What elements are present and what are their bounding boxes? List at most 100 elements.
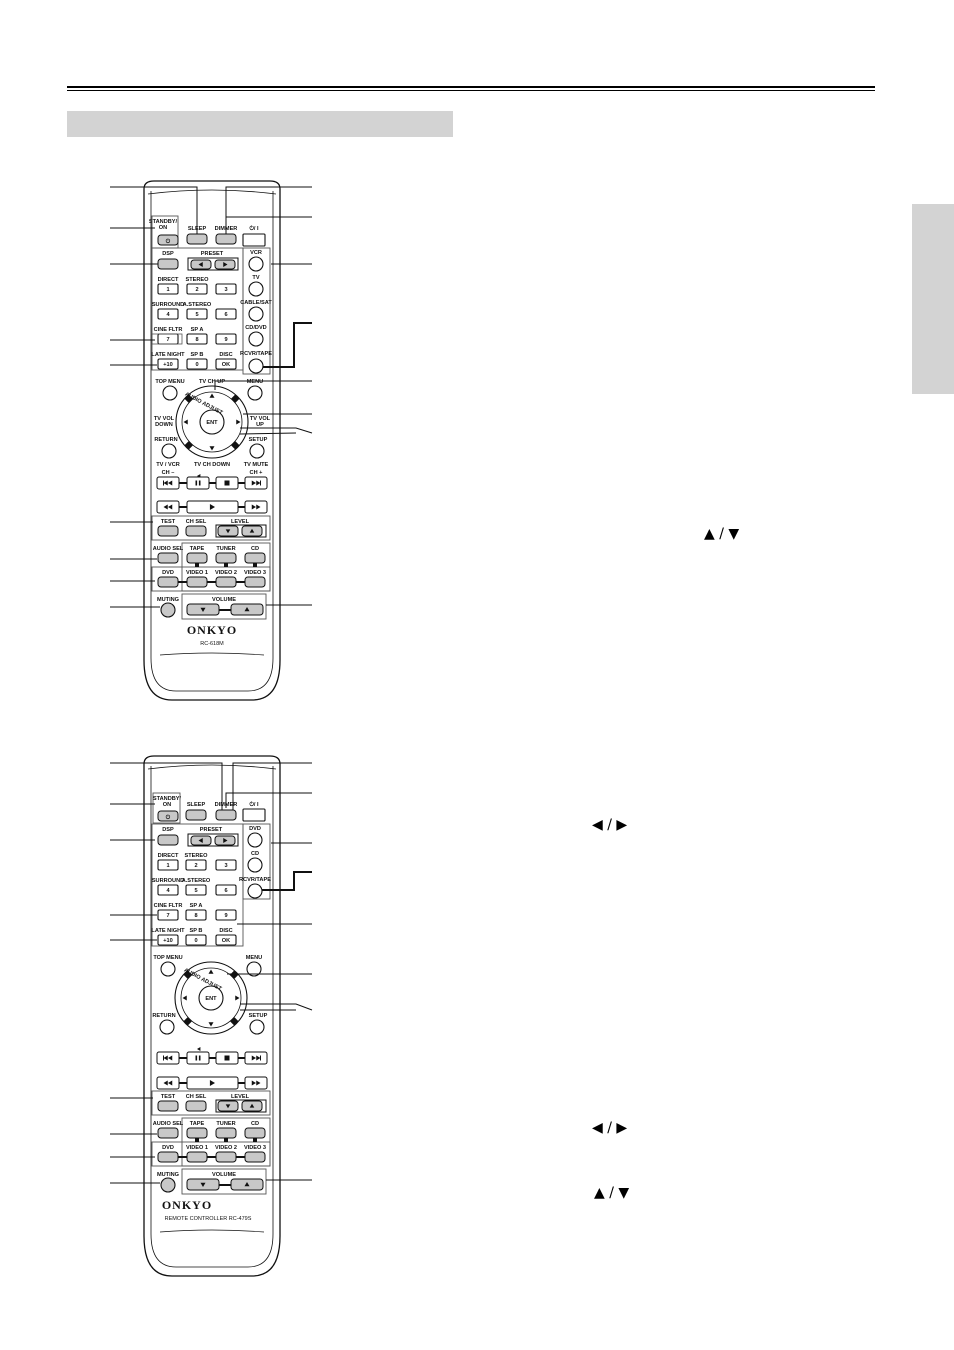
pause-icon — [195, 480, 201, 486]
video3-button[interactable] — [244, 576, 266, 588]
cable-sat-button[interactable] — [248, 306, 264, 322]
dsp-button[interactable] — [157, 258, 179, 270]
setup-button[interactable] — [249, 443, 265, 459]
ch-sel-button[interactable] — [185, 525, 207, 537]
number-key-6[interactable] — [215, 884, 237, 896]
source-group — [242, 247, 271, 375]
standby-on-button[interactable] — [157, 234, 179, 246]
number-key-8[interactable] — [186, 333, 208, 345]
test-button[interactable] — [157, 525, 179, 537]
dimmer-button[interactable] — [215, 809, 237, 821]
number-key-5[interactable] — [185, 884, 207, 896]
return-button[interactable] — [159, 1019, 175, 1035]
standby-on-button[interactable] — [157, 810, 179, 822]
menu-button[interactable] — [246, 961, 262, 977]
sleep-button[interactable] — [186, 233, 208, 245]
cd-button[interactable] — [244, 1127, 266, 1139]
top-menu-button[interactable] — [160, 961, 176, 977]
number-key-9[interactable] — [215, 333, 237, 345]
power-button[interactable] — [242, 233, 266, 247]
cd-button[interactable] — [244, 552, 266, 564]
tuner-button[interactable] — [215, 552, 237, 564]
number-key-2[interactable] — [185, 859, 207, 871]
number-key-5[interactable] — [186, 308, 208, 320]
test-button[interactable] — [157, 1100, 179, 1112]
dimmer-button[interactable] — [215, 233, 237, 245]
video3-button[interactable] — [244, 1151, 266, 1163]
number-key-0[interactable] — [185, 934, 207, 946]
tv-button[interactable] — [248, 281, 264, 297]
video1-button[interactable] — [186, 576, 208, 588]
number-key-8-label: 8 — [194, 913, 197, 919]
rcvr-tape-button[interactable] — [247, 883, 263, 899]
number-key-3[interactable] — [215, 859, 237, 871]
dsp-button[interactable] — [157, 834, 179, 846]
muting-button[interactable] — [160, 602, 176, 618]
down-arrow-icon — [225, 1104, 231, 1109]
return-button[interactable] — [161, 443, 177, 459]
power-button[interactable] — [242, 808, 266, 822]
stop-icon — [224, 480, 230, 486]
down-arrow-icon — [225, 529, 231, 534]
pause-button[interactable] — [186, 476, 210, 490]
number-key-6[interactable] — [215, 308, 237, 320]
audio-sel-button[interactable] — [157, 1127, 179, 1139]
audio-sel-label: AUDIO SEL — [153, 1121, 184, 1127]
level-label: LEVEL — [231, 1094, 250, 1100]
number-key-OK[interactable] — [215, 934, 237, 946]
number-key-8[interactable] — [185, 909, 207, 921]
right-arrow-icon — [236, 419, 241, 425]
indicator-dot — [224, 1138, 228, 1142]
tuner-button[interactable] — [215, 1127, 237, 1139]
audio-sel-button[interactable] — [157, 552, 179, 564]
video2-button[interactable] — [215, 1151, 237, 1163]
rcvr-tape-button[interactable] — [248, 358, 264, 374]
tape-button[interactable] — [186, 552, 208, 564]
enter-button[interactable] — [198, 985, 224, 1011]
muting-label: MUTING — [157, 597, 179, 603]
video2-button[interactable] — [215, 576, 237, 588]
number-key-plus10[interactable] — [157, 934, 179, 946]
dvd-button[interactable] — [157, 1151, 179, 1163]
ch-sel-button[interactable] — [185, 1100, 207, 1112]
up-arrow-icon — [249, 528, 255, 533]
number-key-9[interactable] — [215, 909, 237, 921]
muting-button[interactable] — [160, 1177, 176, 1193]
number-key-4-label: 4 — [166, 888, 170, 894]
dvd-source-button[interactable] — [247, 832, 263, 848]
menu-button[interactable] — [247, 385, 263, 401]
number-key-0[interactable] — [186, 358, 208, 370]
number-key-0-label: 0 — [195, 362, 198, 368]
left-arrow-icon — [198, 838, 203, 843]
pause-button[interactable] — [186, 1051, 210, 1065]
top-menu-button[interactable] — [162, 385, 178, 401]
video1-button[interactable] — [186, 1151, 208, 1163]
test-label: TEST — [161, 1094, 176, 1100]
right-icon — [256, 480, 261, 486]
number-key-1[interactable] — [157, 859, 179, 871]
sleep-button[interactable] — [185, 809, 207, 821]
number-key-4[interactable] — [157, 308, 179, 320]
vcr-button[interactable] — [248, 256, 264, 272]
left-right-arrows-text: ◀ / ▶ — [592, 1120, 628, 1136]
number-key-2[interactable] — [186, 283, 208, 295]
setup-button[interactable] — [249, 1019, 265, 1035]
remote-top-curve — [147, 189, 277, 195]
number-key-3[interactable] — [215, 283, 237, 295]
enter-button[interactable] — [199, 409, 225, 435]
menu-label: MENU — [246, 955, 262, 961]
callout-bracket — [262, 871, 312, 891]
number-key-OK[interactable] — [215, 358, 237, 370]
top-menu-label: TOP MENU — [153, 955, 182, 961]
tape-button[interactable] — [186, 1127, 208, 1139]
number-key-6-label: 6 — [224, 312, 227, 318]
number-key-1[interactable] — [157, 283, 179, 295]
number-key-7[interactable] — [157, 909, 179, 921]
number-key-plus10[interactable] — [157, 358, 179, 370]
number-key-4[interactable] — [157, 884, 179, 896]
cd-dvd-button[interactable] — [248, 331, 264, 347]
cd-source-button[interactable] — [247, 857, 263, 873]
dvd-button[interactable] — [157, 576, 179, 588]
rew-icon — [163, 504, 173, 510]
